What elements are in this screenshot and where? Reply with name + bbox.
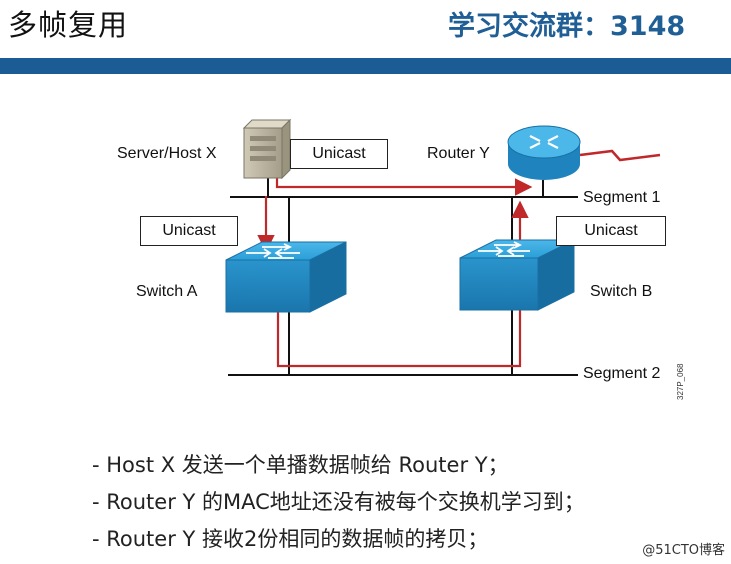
router-icon [507,125,581,180]
header-bar [0,58,731,74]
group-label: 学习交流群：3148 [448,11,686,42]
switch-a-icon [225,241,347,313]
bullet-item: - Host X 发送一个单播数据帧给 Router Y； [92,453,509,477]
figure-code: 327P_068 [676,363,685,400]
switch-a-label: Switch A [136,283,198,300]
bullet-list: - Host X 发送一个单播数据帧给 Router Y； - Router Y… [92,447,585,558]
switch-b-icon [459,239,575,311]
segment-1-label: Segment 1 [583,189,661,206]
router-wan-link [579,149,661,162]
bullet-item: - Router Y 接收2份相同的数据帧的拷贝； [92,527,489,551]
watermark: @51CTO博客 [642,543,725,558]
segment-2-label: Segment 2 [583,365,661,382]
unicast-box-top: Unicast [290,139,388,169]
page-title: 多帧复用 [8,8,129,42]
router-label: Router Y [427,145,490,162]
bullet-item: - Router Y 的MAC地址还没有被每个交换机学习到； [92,490,585,514]
switch-b-label: Switch B [590,283,653,300]
server-icon [242,118,292,180]
unicast-box-left: Unicast [140,216,238,246]
unicast-box-right: Unicast [556,216,666,246]
frame-path-direct [275,178,533,196]
server-label: Server/Host X [117,145,217,162]
